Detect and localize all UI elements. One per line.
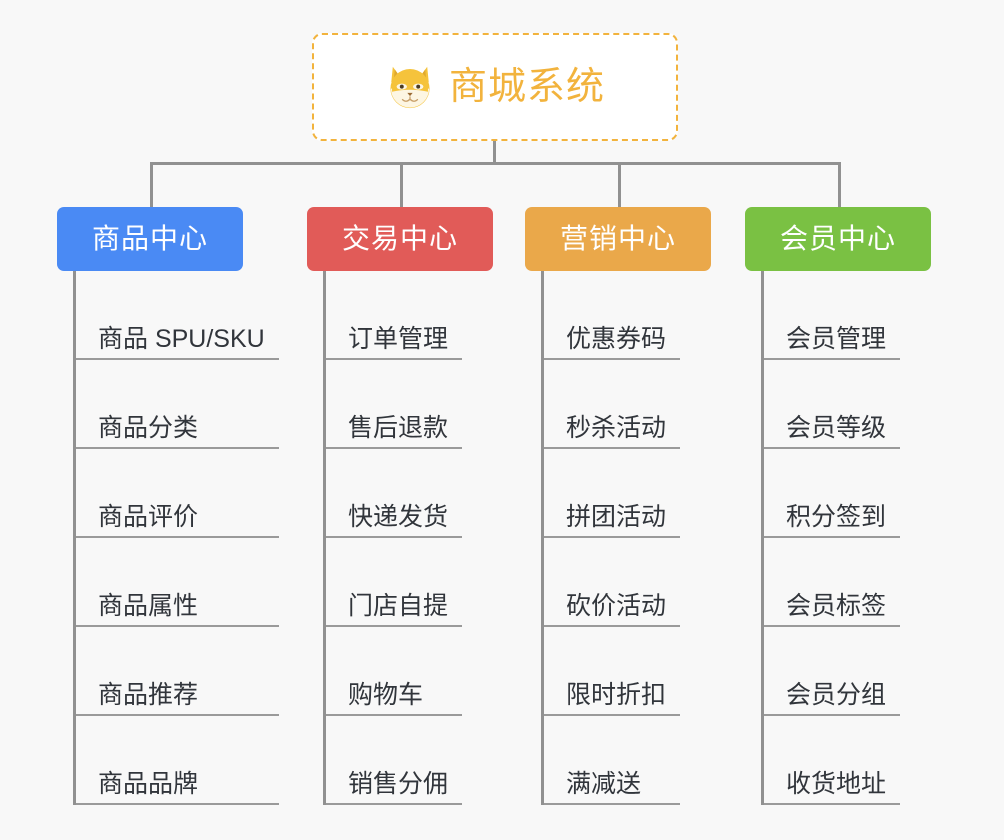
list-item-label: 积分签到 [786,503,887,532]
root-trunk-line [493,141,496,164]
list-item[interactable]: 拼团活动 [544,449,681,538]
list-item[interactable]: 会员等级 [764,360,901,449]
list-item[interactable]: 收货地址 [764,716,901,805]
list-item[interactable]: 商品品牌 [76,716,279,805]
list-item-label: 售后退款 [348,414,449,443]
branch-drop-line-3 [618,162,621,207]
list-item-label: 商品属性 [98,592,199,621]
list-item[interactable]: 会员管理 [764,271,901,360]
branch-drop-line-2 [400,162,403,207]
branch-drop-line-4 [838,162,841,207]
branch-drop-line-1 [150,162,153,207]
item-list-product: 商品 SPU/SKU 商品分类 商品评价 商品属性 商品推荐 商品品牌 [73,271,279,805]
shiba-dog-icon [390,66,430,109]
list-item-label: 销售分佣 [348,770,449,799]
list-item[interactable]: 商品评价 [76,449,279,538]
list-item-label: 拼团活动 [566,503,667,532]
list-item-label: 会员分组 [786,681,887,710]
list-item[interactable]: 会员分组 [764,627,901,716]
list-item[interactable]: 优惠券码 [544,271,681,360]
root-node[interactable]: 商城系统 [312,33,678,141]
list-item[interactable]: 售后退款 [326,360,463,449]
list-item[interactable]: 秒杀活动 [544,360,681,449]
list-item-label: 收货地址 [786,770,887,799]
list-item-label: 商品 SPU/SKU [98,325,265,354]
list-item[interactable]: 商品推荐 [76,627,279,716]
list-item-label: 商品评价 [98,503,199,532]
list-item-label: 订单管理 [348,325,449,354]
list-item[interactable]: 商品属性 [76,538,279,627]
item-list-marketing: 优惠券码 秒杀活动 拼团活动 砍价活动 限时折扣 满减送 [541,271,681,805]
list-item[interactable]: 砍价活动 [544,538,681,627]
list-item-label: 门店自提 [348,592,449,621]
list-item-label: 优惠券码 [566,325,667,354]
category-header-trade[interactable]: 交易中心 [307,207,493,271]
list-item-label: 秒杀活动 [566,414,667,443]
category-header-product[interactable]: 商品中心 [57,207,243,271]
category-header-label: 商品中心 [91,223,208,254]
list-item[interactable]: 门店自提 [326,538,463,627]
list-item[interactable]: 快递发货 [326,449,463,538]
list-item-label: 会员管理 [786,325,887,354]
category-header-marketing[interactable]: 营销中心 [525,207,711,271]
list-item[interactable]: 购物车 [326,627,463,716]
list-item-label: 限时折扣 [566,681,667,710]
list-item[interactable]: 积分签到 [764,449,901,538]
category-header-label: 营销中心 [559,223,676,254]
list-item[interactable]: 满减送 [544,716,681,805]
category-header-label: 会员中心 [779,223,896,254]
list-item-label: 购物车 [348,681,424,710]
category-header-member[interactable]: 会员中心 [745,207,931,271]
list-item[interactable]: 商品分类 [76,360,279,449]
list-item[interactable]: 订单管理 [326,271,463,360]
list-item-label: 满减送 [566,770,642,799]
list-item[interactable]: 商品 SPU/SKU [76,271,279,360]
branch-bus-line [150,162,841,165]
list-item-label: 砍价活动 [566,592,667,621]
list-item-label: 商品分类 [98,414,199,443]
list-item[interactable]: 销售分佣 [326,716,463,805]
list-item[interactable]: 会员标签 [764,538,901,627]
list-item-label: 商品品牌 [98,770,199,799]
list-item-label: 会员等级 [786,414,887,443]
list-item-label: 商品推荐 [98,681,199,710]
list-item[interactable]: 限时折扣 [544,627,681,716]
category-header-label: 交易中心 [341,223,458,254]
item-list-member: 会员管理 会员等级 积分签到 会员标签 会员分组 收货地址 [761,271,901,805]
list-item-label: 快递发货 [348,503,449,532]
list-item-label: 会员标签 [786,592,887,621]
item-list-trade: 订单管理 售后退款 快递发货 门店自提 购物车 销售分佣 [323,271,463,805]
root-title: 商城系统 [448,66,605,108]
